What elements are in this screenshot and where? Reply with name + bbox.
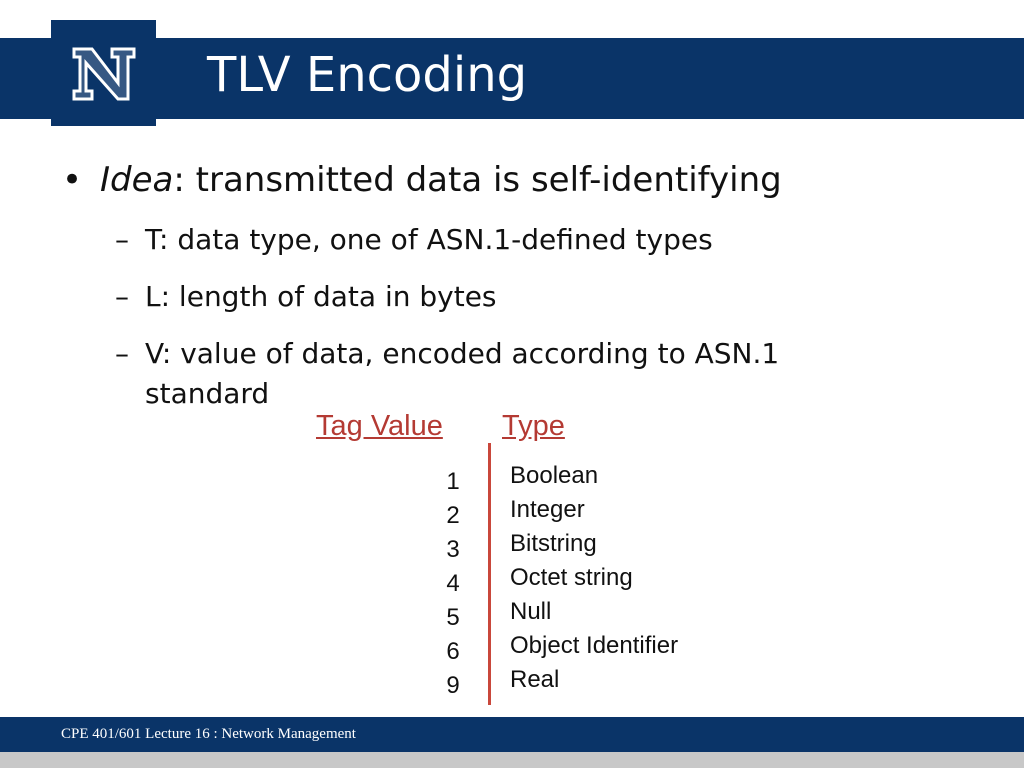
table-divider — [488, 443, 491, 705]
type-header: Type — [502, 410, 565, 442]
tag-value-cell: 1 — [446, 468, 460, 495]
university-n-logo-icon — [52, 21, 155, 125]
slide-title: TLV Encoding — [207, 47, 528, 103]
tag-value-cell: 5 — [446, 604, 460, 631]
main-bullet: • Idea: transmitted data is self-identify… — [62, 156, 782, 204]
tag-value-cell: 3 — [446, 536, 460, 563]
type-column: Boolean Integer Bitstring Octet string N… — [510, 459, 678, 697]
tag-value-cell: 4 — [446, 570, 460, 597]
dash-symbol: – — [115, 280, 129, 313]
dash-symbol: – — [115, 223, 129, 256]
footer-band — [0, 717, 1024, 752]
tag-value-cell: 2 — [446, 502, 460, 529]
sub-bullet-continuation: standard — [145, 377, 270, 410]
type-cell: Boolean — [510, 462, 599, 489]
idea-label: Idea — [100, 160, 174, 200]
type-cell: Real — [510, 666, 560, 693]
main-bullet-text: : transmitted data is self-identifying — [173, 160, 782, 200]
type-cell: Octet string — [510, 564, 633, 591]
dash-symbol: – — [115, 337, 129, 370]
bullet-symbol: • — [62, 160, 83, 200]
sub-bullet-text: T: data type, one of ASN.1-defined types — [145, 223, 713, 256]
tag-value-column: 1 2 3 4 5 6 9 — [436, 465, 470, 703]
tag-value-cell: 9 — [446, 672, 460, 699]
bottom-strip — [0, 752, 1024, 768]
footer-text: CPE 401/601 Lecture 16 : Network Managem… — [61, 726, 356, 742]
sub-bullet-text: L: length of data in bytes — [145, 280, 497, 313]
header-band — [0, 38, 1024, 119]
sub-bullet-t: –T: data type, one of ASN.1-defined type… — [115, 220, 713, 260]
university-logo — [51, 20, 156, 126]
sub-bullet-text: V: value of data, encoded according to A… — [145, 337, 780, 370]
tag-value-header: Tag Value — [316, 410, 443, 442]
sub-bullet-v: –V: value of data, encoded according to … — [115, 334, 779, 414]
sub-bullet-l: –L: length of data in bytes — [115, 277, 497, 317]
tag-value-cell: 6 — [446, 638, 460, 665]
type-cell: Null — [510, 598, 552, 625]
type-cell: Object Identifier — [510, 632, 679, 659]
type-cell: Bitstring — [510, 530, 597, 557]
type-cell: Integer — [510, 496, 585, 523]
